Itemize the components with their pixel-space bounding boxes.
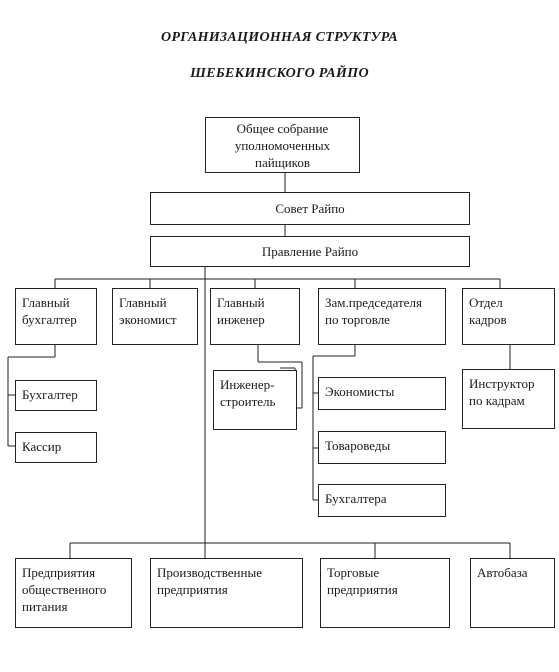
diagram-title-line-1: ОРГАНИЗАЦИОННАЯ СТРУКТУРА [161,30,398,45]
node-general-assembly: Общее собрание уполномоченных пайщиков [205,117,360,173]
node-deputy-chairman-trade: Зам.председателя по торговле [318,288,446,345]
node-accountant-label: Бухгалтер [22,387,78,402]
node-chief-accountant-label: Главный бухгалтер [22,295,77,327]
node-production-enterprises-label: Производственные предприятия [157,565,262,597]
node-economists: Экономисты [318,377,446,410]
node-board: Правление Райпо [150,236,470,267]
node-cashier: Кассир [15,432,97,463]
node-trade-enterprises: Торговые предприятия [320,558,450,628]
node-hr-instructor-label: Инструктор по кадрам [469,376,535,408]
node-economists-label: Экономисты [325,384,395,399]
node-accountants-label: Бухгалтера [325,491,387,506]
node-hr-department-label: Отдел кадров [469,295,507,327]
node-accountants: Бухгалтера [318,484,446,517]
diagram-title-line-2: ШЕБЕКИНСКОГО РАЙПО [190,66,369,81]
node-catering-enterprises: Предприятия общественного питания [15,558,132,628]
node-deputy-chairman-trade-label: Зам.председателя по торговле [325,295,422,327]
node-motor-depot-label: Автобаза [477,565,528,580]
node-civil-engineer: Инженер- строитель [213,370,297,430]
node-merchandisers-label: Товароведы [325,438,391,453]
node-accountant: Бухгалтер [15,380,97,411]
node-chief-economist-label: Главный экономист [119,295,177,327]
node-council-label: Совет Райпо [275,201,345,216]
node-cashier-label: Кассир [22,439,62,454]
node-trade-enterprises-label: Торговые предприятия [327,565,398,597]
node-motor-depot: Автобаза [470,558,555,628]
node-general-assembly-label: Общее собрание уполномоченных пайщиков [234,120,331,170]
node-board-label: Правление Райпо [261,244,359,259]
node-chief-engineer: Главный инженер [210,288,300,345]
node-civil-engineer-label: Инженер- строитель [220,377,276,409]
node-chief-economist: Главный экономист [112,288,198,345]
node-hr-department: Отдел кадров [462,288,555,345]
node-chief-accountant: Главный бухгалтер [15,288,97,345]
node-production-enterprises: Производственные предприятия [150,558,303,628]
node-council: Совет Райпо [150,192,470,225]
node-chief-engineer-label: Главный инженер [217,295,265,327]
node-catering-enterprises-label: Предприятия общественного питания [22,565,107,614]
node-merchandisers: Товароведы [318,431,446,464]
node-hr-instructor: Инструктор по кадрам [462,369,555,429]
